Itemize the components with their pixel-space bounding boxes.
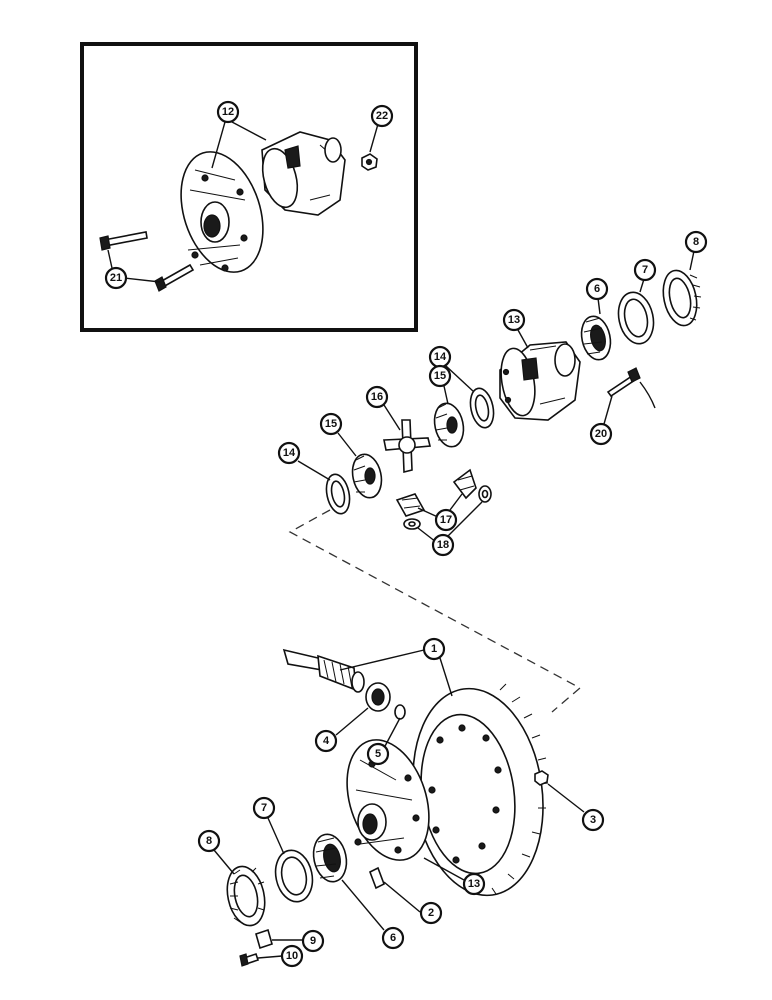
bearing-cone-lower (312, 833, 348, 883)
callout-label-16: 16 (371, 391, 383, 403)
lock-tab (255, 928, 273, 950)
inset-bolts (99, 231, 195, 292)
callout-9: 9 (301, 929, 325, 953)
callout-21: 21 (104, 266, 128, 290)
callout-13-lower: 13 (462, 872, 486, 896)
bearing-adjuster-ring-upper (662, 269, 702, 327)
callout-label-12: 12 (222, 106, 234, 118)
ring-gear (412, 683, 549, 897)
callout-label-7-upper: 7 (642, 264, 648, 276)
callout-label-15-upper: 15 (434, 370, 446, 382)
callout-label-15-lower: 15 (325, 418, 337, 430)
callout-13-upper: 13 (502, 308, 526, 332)
callout-3: 3 (581, 808, 605, 832)
side-gear-upper (433, 402, 465, 448)
callout-5: 5 (366, 742, 390, 766)
callouts: 12 22 21 8 7 6 13 14 15 16 15 14 17 18 2… (104, 100, 708, 968)
callout-8-upper: 8 (684, 230, 708, 254)
callout-label-6-upper: 6 (594, 283, 600, 295)
callout-label-20: 20 (595, 428, 607, 440)
leader-lines (107, 121, 695, 959)
callout-22: 22 (370, 104, 394, 128)
inset-case-flange-half (180, 151, 264, 273)
callout-label-5: 5 (375, 748, 381, 760)
callout-label-3: 3 (590, 814, 596, 826)
callout-label-13-lower: 13 (468, 878, 480, 890)
callout-label-9: 9 (310, 935, 316, 947)
pinion-bearing (365, 682, 391, 712)
callout-label-14-upper: 14 (434, 351, 447, 363)
ring-gear-nut (534, 770, 549, 786)
callout-label-1: 1 (431, 643, 437, 655)
callout-8-lower: 8 (197, 829, 221, 853)
lock-bolt (239, 952, 260, 967)
bearing-adjuster-ring-lower (226, 865, 266, 927)
assembly-guide-line (288, 509, 582, 713)
pinion-washers (403, 485, 492, 530)
callout-14-lower: 14 (277, 441, 301, 465)
callout-15-lower: 15 (319, 412, 343, 436)
callout-4: 4 (314, 729, 338, 753)
callout-20: 20 (589, 422, 613, 446)
differential-case-flange-half (346, 739, 430, 861)
callout-15-upper: 15 (428, 364, 452, 388)
drive-pinion (282, 648, 365, 693)
callout-label-22: 22 (376, 110, 388, 122)
callout-2: 2 (419, 901, 443, 925)
bearing-cup-upper (617, 291, 655, 345)
callout-label-14-lower: 14 (283, 447, 296, 459)
callout-10: 10 (280, 944, 304, 968)
callout-6-upper: 6 (585, 277, 609, 301)
callout-6-lower: 6 (381, 926, 405, 950)
bearing-cone-upper (580, 315, 612, 361)
pinion-gears (395, 468, 477, 517)
callout-label-6-lower: 6 (390, 932, 396, 944)
inset-case-body-half (261, 131, 346, 216)
callout-label-2: 2 (428, 907, 434, 919)
cross-shaft (383, 419, 432, 474)
callout-label-8-lower: 8 (206, 835, 212, 847)
inset-frame (80, 42, 418, 332)
bearing-cup-lower (274, 849, 314, 903)
callout-17: 17 (434, 508, 458, 532)
case-bolt-lower (368, 866, 386, 890)
callout-label-21: 21 (110, 272, 122, 284)
callout-1: 1 (422, 637, 446, 661)
side-gear-lower (351, 453, 383, 499)
thrust-washer-upper (469, 387, 495, 429)
callout-label-18: 18 (437, 539, 449, 551)
callout-12: 12 (216, 100, 240, 124)
differential-case-upper (499, 341, 581, 421)
inset-nut (361, 153, 378, 171)
callout-7-upper: 7 (633, 258, 657, 282)
callout-label-13-upper: 13 (508, 314, 520, 326)
callout-label-8-upper: 8 (693, 236, 699, 248)
thrust-washer-lower (325, 473, 351, 515)
callout-label-17: 17 (440, 514, 452, 526)
callout-18: 18 (431, 533, 455, 557)
callout-7-lower: 7 (252, 796, 276, 820)
snap-ring (394, 704, 406, 720)
callout-label-4: 4 (323, 735, 330, 747)
callout-label-10: 10 (286, 950, 298, 962)
callout-14-upper: 14 (428, 345, 452, 369)
callout-16: 16 (365, 385, 389, 409)
callout-label-7-lower: 7 (261, 802, 267, 814)
case-bolt (606, 367, 656, 409)
